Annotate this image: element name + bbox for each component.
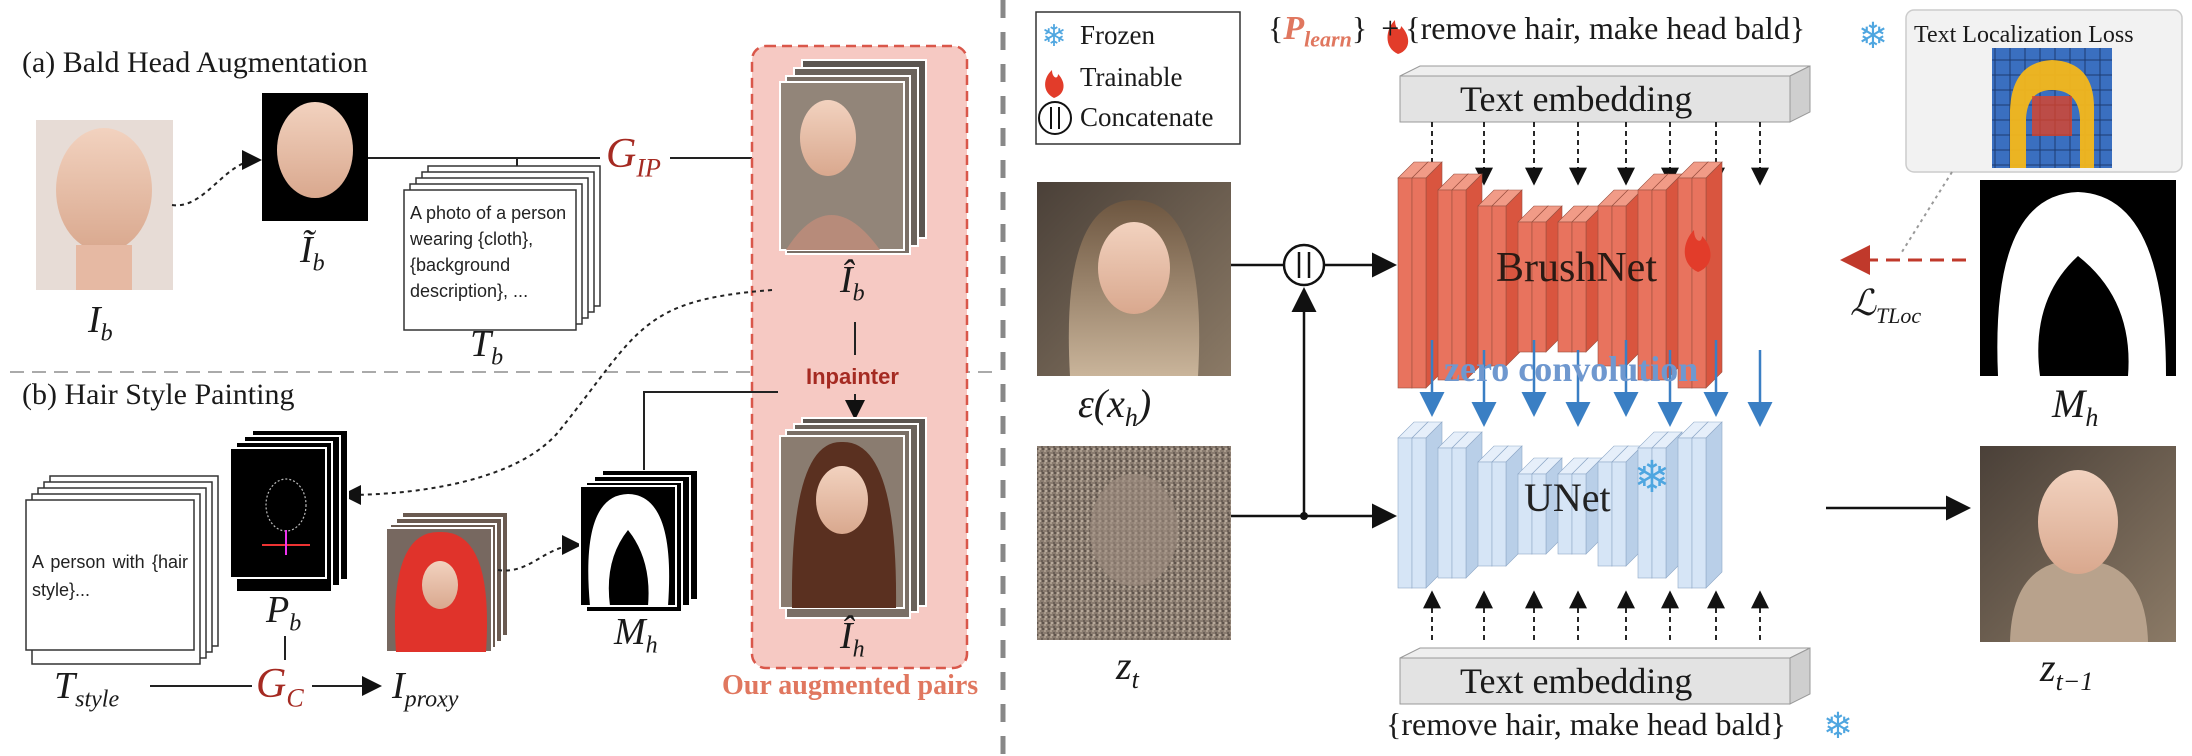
- photo-zt: [1037, 446, 1231, 640]
- concat-node: [1282, 243, 1326, 287]
- mask-mh-right: [1980, 180, 2176, 376]
- zero-convolution-label: zero convolution: [1444, 349, 1699, 389]
- prompt-text-style: A person with {hair style}...: [32, 552, 188, 600]
- snowflake-icon: ❄: [1823, 706, 1853, 747]
- brushnet-block: [1397, 161, 1723, 389]
- prompt-text-b: A photo of a person wearing {cloth}, {ba…: [410, 203, 567, 301]
- unet-layer: [1451, 431, 1483, 579]
- label-zt: zt: [1116, 643, 1139, 694]
- legend-frozen: Frozen: [1080, 20, 1155, 50]
- embedding-arrows-bottom: [1423, 590, 1769, 640]
- snowflake-icon: ❄: [1634, 452, 1671, 503]
- label-exh: ε(xh): [1078, 381, 1152, 432]
- top-prompt: {Plearn}+{remove hair, make head bald}: [1268, 10, 1806, 52]
- label-ib-tilde: Ĩb: [300, 229, 325, 277]
- label-gc: GC: [256, 661, 304, 713]
- label-pb: Pb: [266, 589, 302, 637]
- label-mh-right: Mh: [2052, 381, 2099, 432]
- loss-heatmap: [1992, 48, 2112, 168]
- concatenate-icon: [1038, 101, 1072, 135]
- brushnet-layer: [1411, 161, 1443, 389]
- text-embedding-top-label: Text embedding: [1460, 79, 1693, 119]
- zero-convolution-arrows: [1419, 340, 1773, 427]
- unet-block: [1397, 421, 1723, 589]
- label-tb: Tb: [470, 323, 504, 371]
- brushnet-label: BrushNet: [1496, 245, 1657, 291]
- mask-mh-left: [579, 469, 699, 613]
- pose-map-pb: [229, 429, 349, 593]
- legend-concatenate: Concatenate: [1080, 102, 1214, 132]
- text-embedding-bottom-box: [1399, 647, 1811, 705]
- photo-ih-hat-stack: [779, 417, 927, 619]
- snowflake-icon: ❄: [1041, 19, 1066, 54]
- text-embedding-top-box: [1399, 65, 1811, 123]
- brushnet-layer: [1691, 161, 1723, 389]
- label-zt1: zt−1: [2040, 645, 2094, 696]
- flame-icon: [1387, 20, 1409, 54]
- text-embedding-bottom-label: Text embedding: [1460, 661, 1693, 701]
- snowflake-icon: ❄: [1858, 16, 1888, 57]
- label-tstyle: Tstyle: [54, 665, 120, 713]
- label-iproxy: Iproxy: [392, 665, 459, 713]
- label-mh-left: Mh: [614, 611, 658, 659]
- section-a-title: (a) Bald Head Augmentation: [22, 46, 368, 79]
- svg-text:❄: ❄: [1041, 19, 1066, 54]
- unet-label: UNet: [1524, 475, 1611, 520]
- photo-iproxy: [385, 511, 509, 653]
- photo-ib: [36, 120, 173, 290]
- label-inpainter: Inpainter: [806, 364, 899, 389]
- loss-label: ℒTLoc: [1850, 283, 1922, 329]
- unet-layer: [1691, 421, 1723, 589]
- flame-icon: [1045, 70, 1064, 98]
- legend-trainable: Trainable: [1080, 62, 1183, 92]
- prompt-stack-tb: [403, 165, 601, 331]
- photo-ib-hat-stack: [779, 59, 927, 255]
- label-ih-hat: Îh: [840, 615, 865, 663]
- photo-zt1: [1980, 446, 2176, 642]
- bottom-prompt: {remove hair, make head bald}: [1386, 706, 1786, 742]
- prompt-stack-tstyle: [25, 475, 219, 665]
- label-ib-hat: Îb: [840, 259, 865, 307]
- section-b-title: (b) Hair Style Painting: [22, 378, 295, 411]
- label-gip: GIP: [606, 131, 661, 183]
- loss-title: Text Localization Loss: [1914, 22, 2134, 48]
- label-ib: Ib: [88, 299, 113, 347]
- label-augmented-pairs: Our augmented pairs: [722, 670, 979, 701]
- unet-layer: [1491, 445, 1523, 567]
- photo-exh: [1037, 182, 1231, 376]
- unet-layer: [1411, 421, 1443, 589]
- flame-icon: [1684, 230, 1711, 272]
- photo-ib-tilde: [262, 93, 368, 221]
